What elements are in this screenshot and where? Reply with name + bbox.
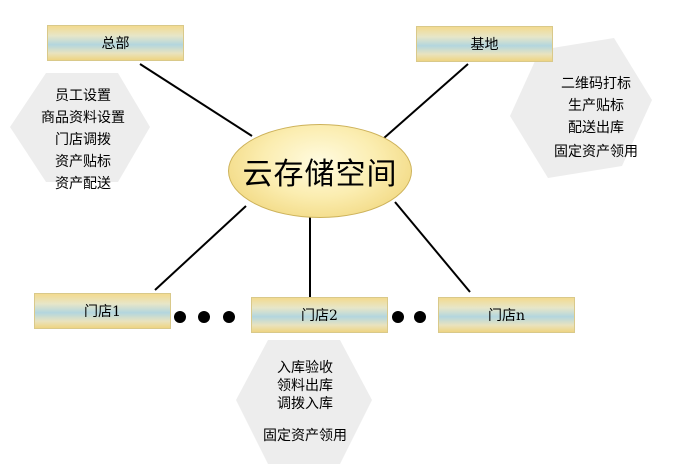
node-base[interactable]: 基地 [416, 26, 553, 62]
list-item: 配送出库 [568, 120, 624, 136]
ellipsis-dot [198, 311, 210, 323]
node-store1-label: 门店1 [84, 304, 121, 320]
connector-base [383, 63, 469, 139]
ellipsis-dot [392, 311, 404, 323]
node-hq-label: 总部 [101, 36, 130, 52]
node-store2-label: 门店2 [301, 308, 338, 324]
connector-hq [139, 63, 253, 137]
list-item: 入库验收 [277, 360, 333, 376]
base-function-list: 二维码打标 生产贴标 配送出库 固定资产领用 [541, 73, 651, 163]
hub-label: 云存储空间 [242, 157, 398, 192]
connector-storen [394, 201, 471, 293]
ellipsis-dot [223, 311, 235, 323]
list-item: 调拨入库 [277, 396, 333, 412]
list-item: 固定资产领用 [554, 144, 638, 160]
node-base-label: 基地 [470, 37, 499, 53]
ellipsis-dot [174, 311, 186, 323]
list-item: 二维码打标 [561, 76, 631, 92]
store2-function-list: 入库验收 领料出库 调拨入库 固定资产领用 [255, 359, 355, 445]
node-hq[interactable]: 总部 [47, 25, 184, 61]
list-item: 生产贴标 [568, 98, 624, 114]
base-hexagon [510, 38, 652, 178]
list-item: 员工设置 [55, 88, 111, 104]
hub-cloud-storage[interactable]: 云存储空间 [228, 124, 412, 218]
list-item: 领料出库 [277, 378, 333, 394]
list-item: 资产贴标 [55, 154, 111, 170]
node-storen-label: 门店n [487, 308, 526, 324]
node-storen[interactable]: 门店n [438, 297, 575, 333]
node-store2[interactable]: 门店2 [251, 297, 388, 333]
node-store1[interactable]: 门店1 [34, 293, 171, 329]
store2-hexagon [236, 340, 372, 464]
hq-hexagon [10, 73, 150, 182]
ellipsis-dot [414, 311, 426, 323]
list-item: 固定资产领用 [263, 428, 347, 444]
list-item: 商品资料设置 [41, 110, 125, 126]
list-item: 资产配送 [55, 176, 111, 192]
connector-store1 [154, 205, 247, 291]
list-item: 门店调拨 [55, 132, 111, 148]
hq-function-list: 员工设置 商品资料设置 门店调拨 资产贴标 资产配送 [33, 85, 133, 195]
